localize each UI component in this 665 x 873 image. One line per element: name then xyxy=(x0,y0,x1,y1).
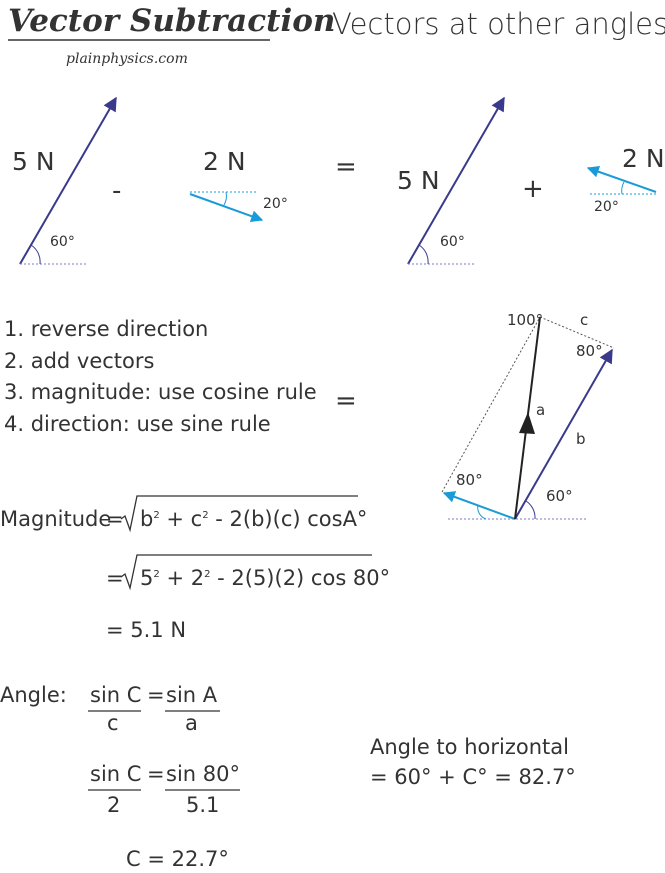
step-3: 3. magnitude: use cosine rule xyxy=(4,380,317,404)
magnitude-equals-1: = xyxy=(106,507,124,531)
magnitude-label: Magnitude xyxy=(0,507,112,531)
triangle-label-a: a xyxy=(536,401,546,419)
vector-5n-left xyxy=(19,96,117,265)
sine-sub-num-right: sin 80° xyxy=(166,762,240,786)
angle-arc-3 xyxy=(418,244,429,265)
sine-sub-num-left: sin C xyxy=(90,762,142,786)
step-4: 4. direction: use sine rule xyxy=(4,412,271,436)
vector-a-arrowhead xyxy=(519,412,535,434)
triangle-vector-b xyxy=(514,348,613,520)
cosine-substitution: 52 + 22 - 2(5)(2) cos 80° xyxy=(140,566,391,590)
sine-rule-equals: = xyxy=(147,683,165,707)
vector-2n-right xyxy=(189,193,264,222)
vector-5n-right xyxy=(407,96,505,265)
triangle-angle-bottom: 60° xyxy=(546,487,573,505)
sine-rule-den-right: a xyxy=(185,711,198,735)
vector-4-magnitude: 2 N xyxy=(622,144,665,173)
angle-arc-2 xyxy=(223,191,227,206)
triangle-dotted-top xyxy=(539,316,615,349)
cosine-formula: b2 + c2 - 2(b)(c) cosA° xyxy=(140,507,368,531)
vector-2-angle: 20° xyxy=(263,196,288,212)
section-heading: Vectors at other angles xyxy=(332,7,665,41)
triangle-label-c: c xyxy=(580,311,589,329)
triangle-arc-bottom xyxy=(525,500,536,520)
sqrt-sign-1 xyxy=(120,495,358,533)
page-title: Vector Subtraction xyxy=(8,3,336,39)
magnitude-equals-2: = xyxy=(106,566,124,590)
horizontal-value: = 60° + C° = 82.7° xyxy=(370,765,576,789)
site-name: plainphysics.com xyxy=(66,51,188,67)
triangle-angle-right: 80° xyxy=(576,342,603,360)
triangle-vector-c xyxy=(442,491,516,520)
vector-3-angle: 60° xyxy=(440,234,465,250)
horizontal-label: Angle to horizontal xyxy=(370,735,569,759)
magnitude-result: = 5.1 N xyxy=(106,618,187,642)
sine-sub-den-left: 2 xyxy=(107,793,121,817)
sqrt-sign-2 xyxy=(120,554,372,591)
triangle-arc-left xyxy=(477,504,487,520)
triangle-angle-left: 80° xyxy=(456,471,483,489)
angle-label: Angle: xyxy=(0,683,67,707)
sine-sub-den-right: 5.1 xyxy=(186,793,220,817)
angle-arc-4 xyxy=(621,181,625,195)
vector-3-magnitude: 5 N xyxy=(397,166,440,195)
triangle-label-b: b xyxy=(576,430,586,448)
vector-1-magnitude: 5 N xyxy=(12,147,55,176)
equals-sign-top: = xyxy=(335,152,357,182)
step-1: 1. reverse direction xyxy=(4,317,209,341)
equals-sign-mid: = xyxy=(335,386,357,416)
vector-2-magnitude: 2 N xyxy=(203,147,246,176)
sine-sub-equals: = xyxy=(147,762,165,786)
vector-4-angle: 20° xyxy=(594,199,619,215)
triangle-angle-top: 100° xyxy=(507,311,544,329)
triangle-dotted-left xyxy=(441,316,541,493)
plus-sign: + xyxy=(522,174,544,204)
sine-rule-num-right: sin A xyxy=(166,683,218,707)
sine-rule-den-left: c xyxy=(107,711,119,735)
angle-arc-1 xyxy=(30,244,41,265)
minus-sign: - xyxy=(112,176,122,206)
vector-2n-reversed xyxy=(586,165,657,193)
step-2: 2. add vectors xyxy=(4,349,155,373)
angle-result: C = 22.7° xyxy=(126,847,229,871)
sine-rule-num-left: sin C xyxy=(90,683,142,707)
vector-1-angle: 60° xyxy=(50,234,75,250)
